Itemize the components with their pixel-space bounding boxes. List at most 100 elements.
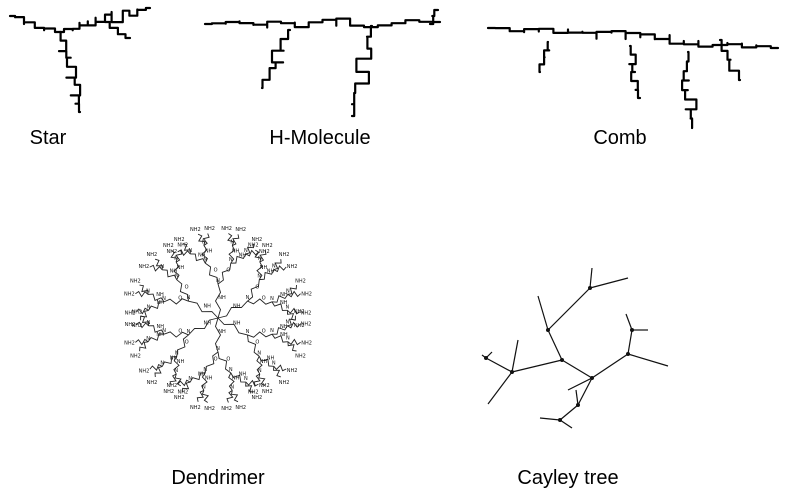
h-molecule-caption: H-Molecule <box>269 127 371 149</box>
cayley-tree-edge <box>625 313 633 331</box>
dendrimer-atom-label: NH2 <box>124 292 135 298</box>
dendrimer-atom-label: N <box>229 367 233 373</box>
dendrimer-bond <box>182 243 191 254</box>
dendrimer-atom-label: N <box>257 274 261 280</box>
dendrimer-atom-label: N <box>270 328 274 334</box>
dendrimer-bond <box>188 300 219 319</box>
dendrimer-atom-label: NH <box>260 359 268 365</box>
dendrimer-bond <box>228 245 235 264</box>
dendrimer-atom-label: O <box>255 284 259 290</box>
dendrimer-atom-label: N <box>146 336 150 342</box>
dendrimer-bond <box>287 341 297 352</box>
dendrimer-atom-label: N <box>230 384 234 390</box>
dendrimer-bond <box>230 253 247 264</box>
star-caption: Star <box>29 127 67 149</box>
dendrimer-atom-label: N <box>272 360 276 366</box>
cayley-tree-edge <box>547 329 563 361</box>
dendrimer-atom-label: NH2 <box>262 389 273 395</box>
cayley-tree-edge <box>485 357 513 373</box>
dendrimer-bond <box>217 317 248 336</box>
dendrimer-bond <box>135 338 149 346</box>
dendrimer-atom-label: N <box>270 296 274 302</box>
dendrimer-bond <box>245 249 259 257</box>
dendrimer-bond <box>147 293 165 303</box>
dendrimer-atom-label: NH <box>157 324 165 330</box>
cayley-tree-node <box>484 356 488 360</box>
dendrimer-caption: Dendrimer <box>171 467 265 489</box>
dendrimer-bond <box>176 279 189 302</box>
dendrimer-bond <box>182 381 191 393</box>
dendrimer-bond <box>177 379 191 387</box>
dendrimer-atom-label: N <box>203 257 207 263</box>
h-molecule-branch <box>350 24 374 118</box>
dendrimer-atom-label: N <box>187 295 191 301</box>
dendrimer-atom-label: NH <box>232 376 240 382</box>
dendrimer-atom-label: NH2 <box>125 311 136 317</box>
dendrimer-bond <box>169 373 177 386</box>
dendrimer-atom-label: N <box>258 256 262 262</box>
dendrimer-atom-label: O <box>185 340 189 346</box>
dendrimer-atom-label: NH2 <box>301 310 312 316</box>
dendrimer-atom-label: NH2 <box>235 227 246 233</box>
dendrimer-atom-label: NH2 <box>124 341 135 347</box>
dendrimer-bond <box>189 372 206 383</box>
dendrimer-bond <box>149 363 163 372</box>
cayley-tree-edge <box>591 353 629 379</box>
cayley-tree-edge <box>511 339 519 373</box>
star-polymer-drawing <box>8 6 152 114</box>
dendrimer-atom-label: N <box>286 304 290 310</box>
h-molecule-branch <box>260 28 292 90</box>
star-arm <box>58 6 152 34</box>
cayley-tree-node <box>560 358 564 362</box>
dendrimer-atom-label: NH2 <box>248 243 259 249</box>
dendrimer-atom-label: NH <box>233 320 241 326</box>
dendrimer-bond <box>247 279 260 302</box>
dendrimer-atom-label: NH2 <box>295 279 306 285</box>
dendrimer-atom-label: N <box>257 350 261 356</box>
dendrimer-bond <box>163 298 189 305</box>
cayley-tree-node <box>626 352 630 356</box>
dendrimer-bond <box>217 351 232 374</box>
cayley-tree-node <box>588 286 592 290</box>
dendrimer-atom-label: NH <box>177 265 185 271</box>
cayley-tree-edge <box>627 329 633 355</box>
dendrimer-bond <box>201 372 208 391</box>
dendrimer-atom-label: NH2 <box>163 389 174 395</box>
dendrimer-atom-label: N <box>187 329 191 335</box>
dendrimer-atom-label: N <box>286 336 290 342</box>
dendrimer-atom-label: NH2 <box>262 243 273 249</box>
dendrimer-bond <box>287 290 301 298</box>
cayley-tree-edge <box>575 389 579 406</box>
dendrimer-bond <box>287 284 297 295</box>
dendrimer-bond <box>135 321 149 329</box>
cayley-tree-edge <box>559 419 573 429</box>
comb-tooth <box>718 38 742 82</box>
dendrimer-bond <box>273 364 287 372</box>
dendrimer-atom-label: NH <box>170 269 178 275</box>
dendrimer-atom-label: NH <box>218 329 226 335</box>
dendrimer-atom-label: NH2 <box>295 354 306 360</box>
dendrimer-atom-label: O <box>226 356 230 362</box>
dendrimer-atom-label: N <box>175 350 179 356</box>
comb-backbone <box>486 26 780 50</box>
dendrimer-bond <box>170 250 178 263</box>
comb-tooth <box>628 44 642 100</box>
cayley-tree-node <box>510 370 514 374</box>
dendrimer-atom-label: N <box>175 274 179 280</box>
dendrimer-atom-label: N <box>216 346 220 352</box>
dendrimer-atom-label: NH <box>280 324 288 330</box>
dendrimer-bond <box>245 243 254 255</box>
dendrimer-bond <box>139 284 149 295</box>
h-molecule-drawing <box>203 8 442 118</box>
dendrimer-atom-label: NH2 <box>130 354 141 360</box>
dendrimer-atom-label: NH2 <box>279 252 290 258</box>
dendrimer-atom-label: N <box>229 257 233 263</box>
dendrimer-atom-label: NH <box>170 355 178 361</box>
dendrimer-atom-label: NH2 <box>294 309 305 315</box>
dendrimer-bond <box>139 341 149 352</box>
comb-caption: Comb <box>593 127 647 149</box>
dendrimer-bond <box>217 263 232 285</box>
dendrimer-atom-label: NH <box>267 355 275 361</box>
